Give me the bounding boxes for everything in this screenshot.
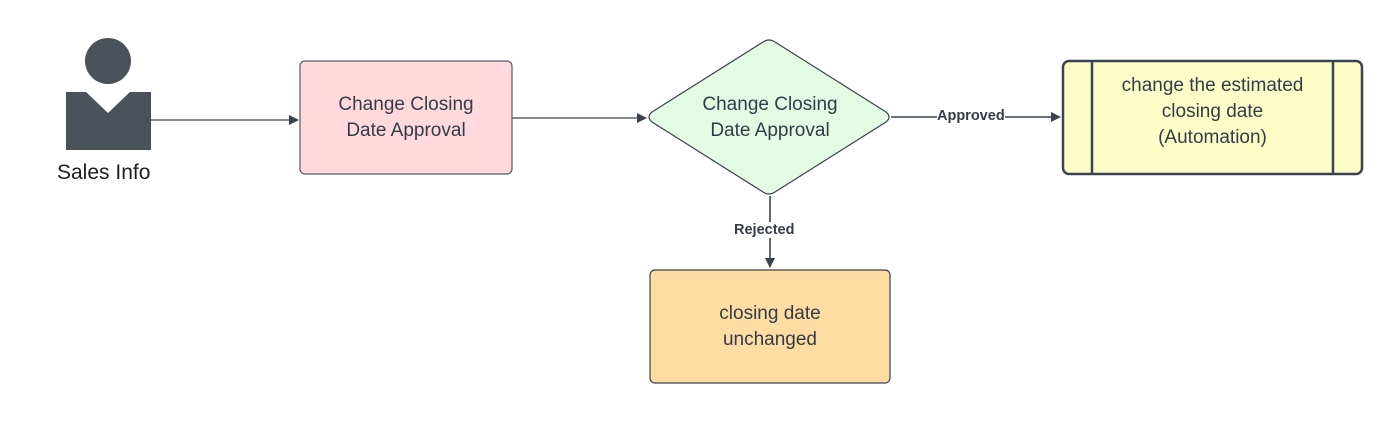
automation-line-1: change the estimated (1121, 74, 1304, 96)
decision-line-1: Change Closing (702, 94, 838, 115)
automation-line-3: (Automation) (1158, 126, 1267, 148)
unchanged-line-1: closing date (719, 302, 821, 324)
rejected-edge-label: Rejected (734, 222, 795, 238)
approved-edge-label: Approved (937, 108, 1005, 124)
unchanged-node-shape (649, 269, 891, 384)
request-node-shape (299, 60, 513, 175)
decision-node-shape (648, 39, 890, 195)
request-line-1: Change Closing (338, 93, 474, 115)
person-icon (66, 38, 151, 150)
decision-line-2: Date Approval (710, 120, 830, 141)
automation-node-shape (1061, 59, 1364, 176)
actor-label: Sales Info (57, 161, 151, 184)
unchanged-node-label: closing date unchanged (650, 270, 890, 383)
automation-node-label: change the estimated closing date (Autom… (1092, 55, 1333, 168)
automation-line-2: closing date (1161, 100, 1264, 122)
request-node-label: Change Closing Date Approval (300, 61, 512, 174)
request-line-2: Date Approval (346, 119, 466, 141)
unchanged-line-2: unchanged (722, 328, 818, 350)
decision-node-label: Change Closing Date Approval (660, 79, 880, 157)
